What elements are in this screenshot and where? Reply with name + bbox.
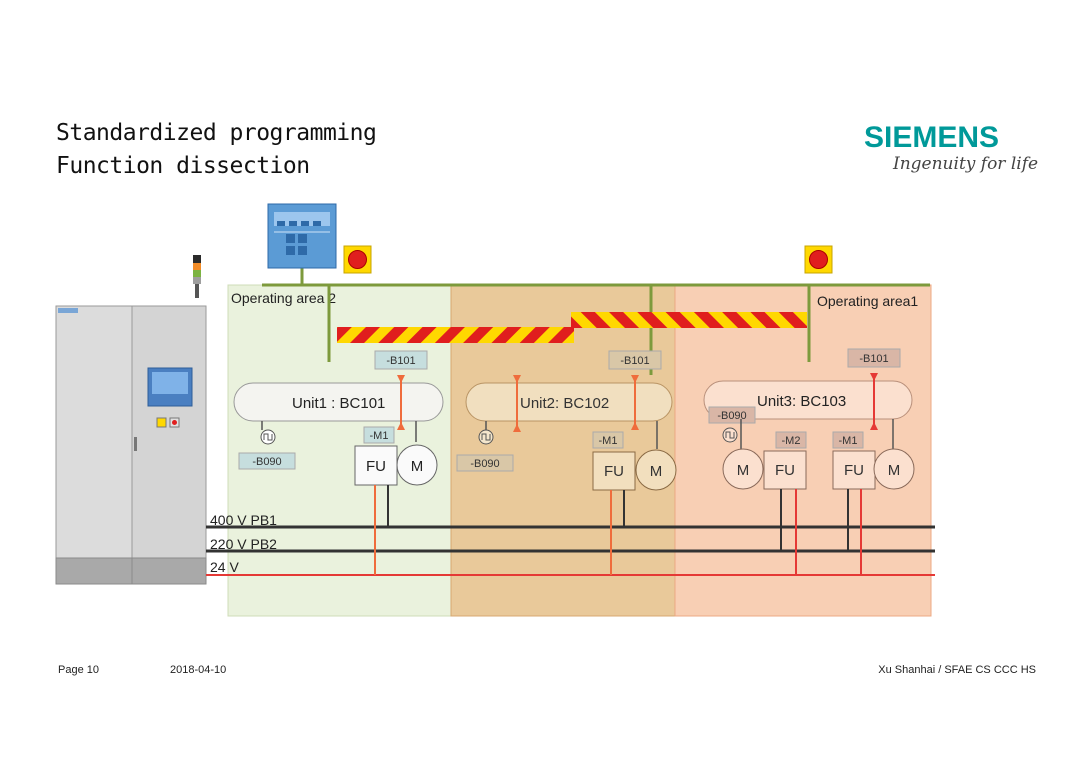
- siemens-logo: SIEMENS: [864, 121, 1000, 154]
- tag-m2: [775, 431, 807, 449]
- unit1-box: [233, 382, 444, 422]
- tag-m1: [363, 426, 395, 444]
- brand-tagline: Ingenuity for life: [893, 154, 1039, 174]
- frequency-converter: [832, 450, 876, 490]
- tag-b090-label: -B090: [252, 456, 281, 468]
- emergency-stop-icon: [804, 245, 833, 274]
- footer-page: Page 10: [58, 664, 99, 676]
- unit3-box: [703, 380, 913, 420]
- tag-b101: [847, 348, 901, 368]
- control-cabinet: [55, 305, 207, 585]
- motor-label: M: [411, 458, 424, 475]
- frequency-converter: [354, 445, 398, 486]
- tag-m2-label: -M2: [782, 435, 801, 447]
- footer-author: Xu Shanhai / SFAE CS CCC HS: [878, 664, 1036, 676]
- tag-b090-label: -B090: [717, 410, 746, 422]
- frequency-converter: [763, 450, 807, 490]
- motor-icon: [635, 449, 677, 491]
- slide-title: Standardized programming: [56, 120, 377, 146]
- tag-b101-label: -B101: [620, 355, 649, 367]
- bus-400v-label: 400 V PB1: [210, 512, 277, 528]
- unit3-label: Unit3: BC103: [757, 393, 846, 410]
- unit2-label: Unit2: BC102: [520, 395, 609, 412]
- tag-b101: [374, 350, 428, 370]
- operating-area-2-label: Operating area 2: [231, 290, 336, 306]
- motor-icon: [396, 444, 438, 486]
- tag-m1: [592, 431, 624, 449]
- tag-m1-label: -M1: [839, 435, 858, 447]
- tag-b090: [708, 406, 756, 424]
- tag-m1-label: -M1: [599, 435, 618, 447]
- tag-b101-label: -B101: [859, 353, 888, 365]
- unit1-label: Unit1 : BC101: [292, 395, 385, 412]
- light-curtain-2: [571, 312, 807, 328]
- footer-date: 2018-04-10: [170, 664, 227, 676]
- bus-24v-label: 24 V: [210, 559, 239, 575]
- tag-b101-label: -B101: [386, 355, 415, 367]
- hmi-panel-icon: [267, 203, 337, 269]
- fu-label: FU: [366, 458, 386, 475]
- tag-b101: [608, 350, 662, 370]
- fu-label: FU: [775, 462, 795, 479]
- fu-label: FU: [844, 462, 864, 479]
- tag-b090: [238, 452, 296, 470]
- motor-icon: [722, 448, 764, 490]
- motor-label: M: [650, 463, 663, 480]
- frequency-converter: [592, 451, 636, 491]
- slide-subtitle: Function dissection: [56, 153, 310, 179]
- tag-b090: [456, 454, 514, 472]
- bus-220v-label: 220 V PB2: [210, 536, 277, 552]
- operating-area-1-label: Operating area1: [817, 293, 918, 309]
- motor-label: M: [888, 462, 901, 479]
- tag-b090-label: -B090: [470, 458, 499, 470]
- fu-label: FU: [604, 463, 624, 480]
- light-curtain-1: [337, 327, 574, 343]
- motor-icon: [873, 448, 915, 490]
- tag-m1: [832, 431, 864, 449]
- tag-m1-label: -M1: [370, 430, 389, 442]
- motor-label: M: [737, 462, 750, 479]
- signal-tower-icon: [193, 255, 201, 298]
- emergency-stop-icon: [343, 245, 372, 274]
